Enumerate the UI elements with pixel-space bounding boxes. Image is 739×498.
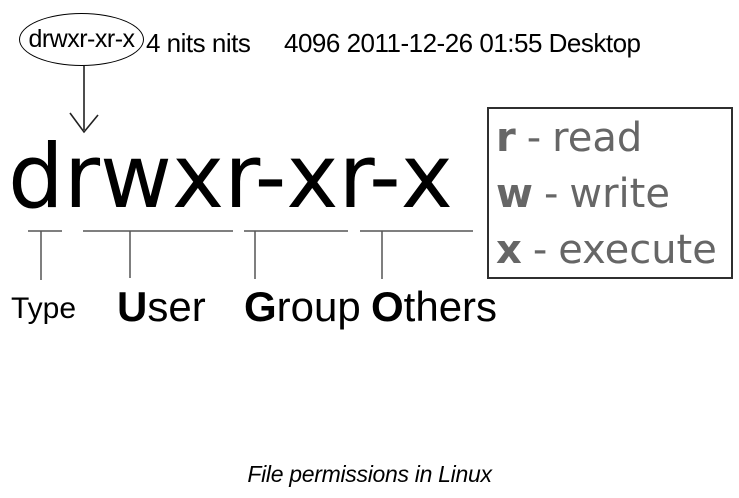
ls-size-date-name: 4096 2011-12-26 01:55 Desktop — [284, 28, 641, 58]
legend-box: r - read w - write x - execute — [487, 107, 733, 279]
label-type-text: Type — [11, 292, 77, 325]
bracket-others — [360, 230, 473, 279]
legend-key-x: x — [496, 227, 522, 273]
legend-desc-write: write — [569, 171, 670, 217]
caption: File permissions in Linux — [247, 461, 492, 487]
segment-brackets — [28, 230, 473, 280]
legend-desc-read: read — [552, 115, 643, 161]
legend-separator: - — [543, 171, 559, 217]
bracket-group — [244, 230, 348, 279]
label-others: Others — [371, 283, 497, 331]
ls-permissions-text: drwxr-xr-x — [28, 25, 135, 53]
bracket-user — [83, 230, 233, 278]
label-group-rest: roup — [276, 283, 361, 330]
legend-separator: - — [526, 115, 542, 161]
legend-item-execute: x - execute — [496, 222, 731, 278]
legend-item-read: r - read — [496, 110, 731, 166]
ls-links-owner-group: 4 nits nits — [146, 28, 251, 58]
legend-item-write: w - write — [496, 166, 731, 222]
label-others-initial: O — [371, 283, 404, 330]
arrow-down-icon — [69, 66, 99, 134]
permission-string: drwxr-xr-x — [8, 125, 453, 228]
label-group-initial: G — [244, 283, 277, 330]
label-type: Type — [11, 292, 76, 326]
legend-separator: - — [532, 227, 548, 273]
label-others-rest: thers — [403, 283, 498, 330]
permissions-highlight-ellipse: drwxr-xr-x — [19, 13, 144, 66]
label-user: User — [117, 283, 206, 331]
bracket-type — [28, 230, 62, 280]
legend-key-r: r — [496, 115, 516, 161]
label-user-rest: ser — [147, 283, 206, 330]
legend-desc-execute: execute — [558, 227, 717, 273]
label-user-initial: U — [117, 283, 148, 330]
legend-key-w: w — [496, 171, 533, 217]
label-group: Group — [244, 283, 361, 331]
